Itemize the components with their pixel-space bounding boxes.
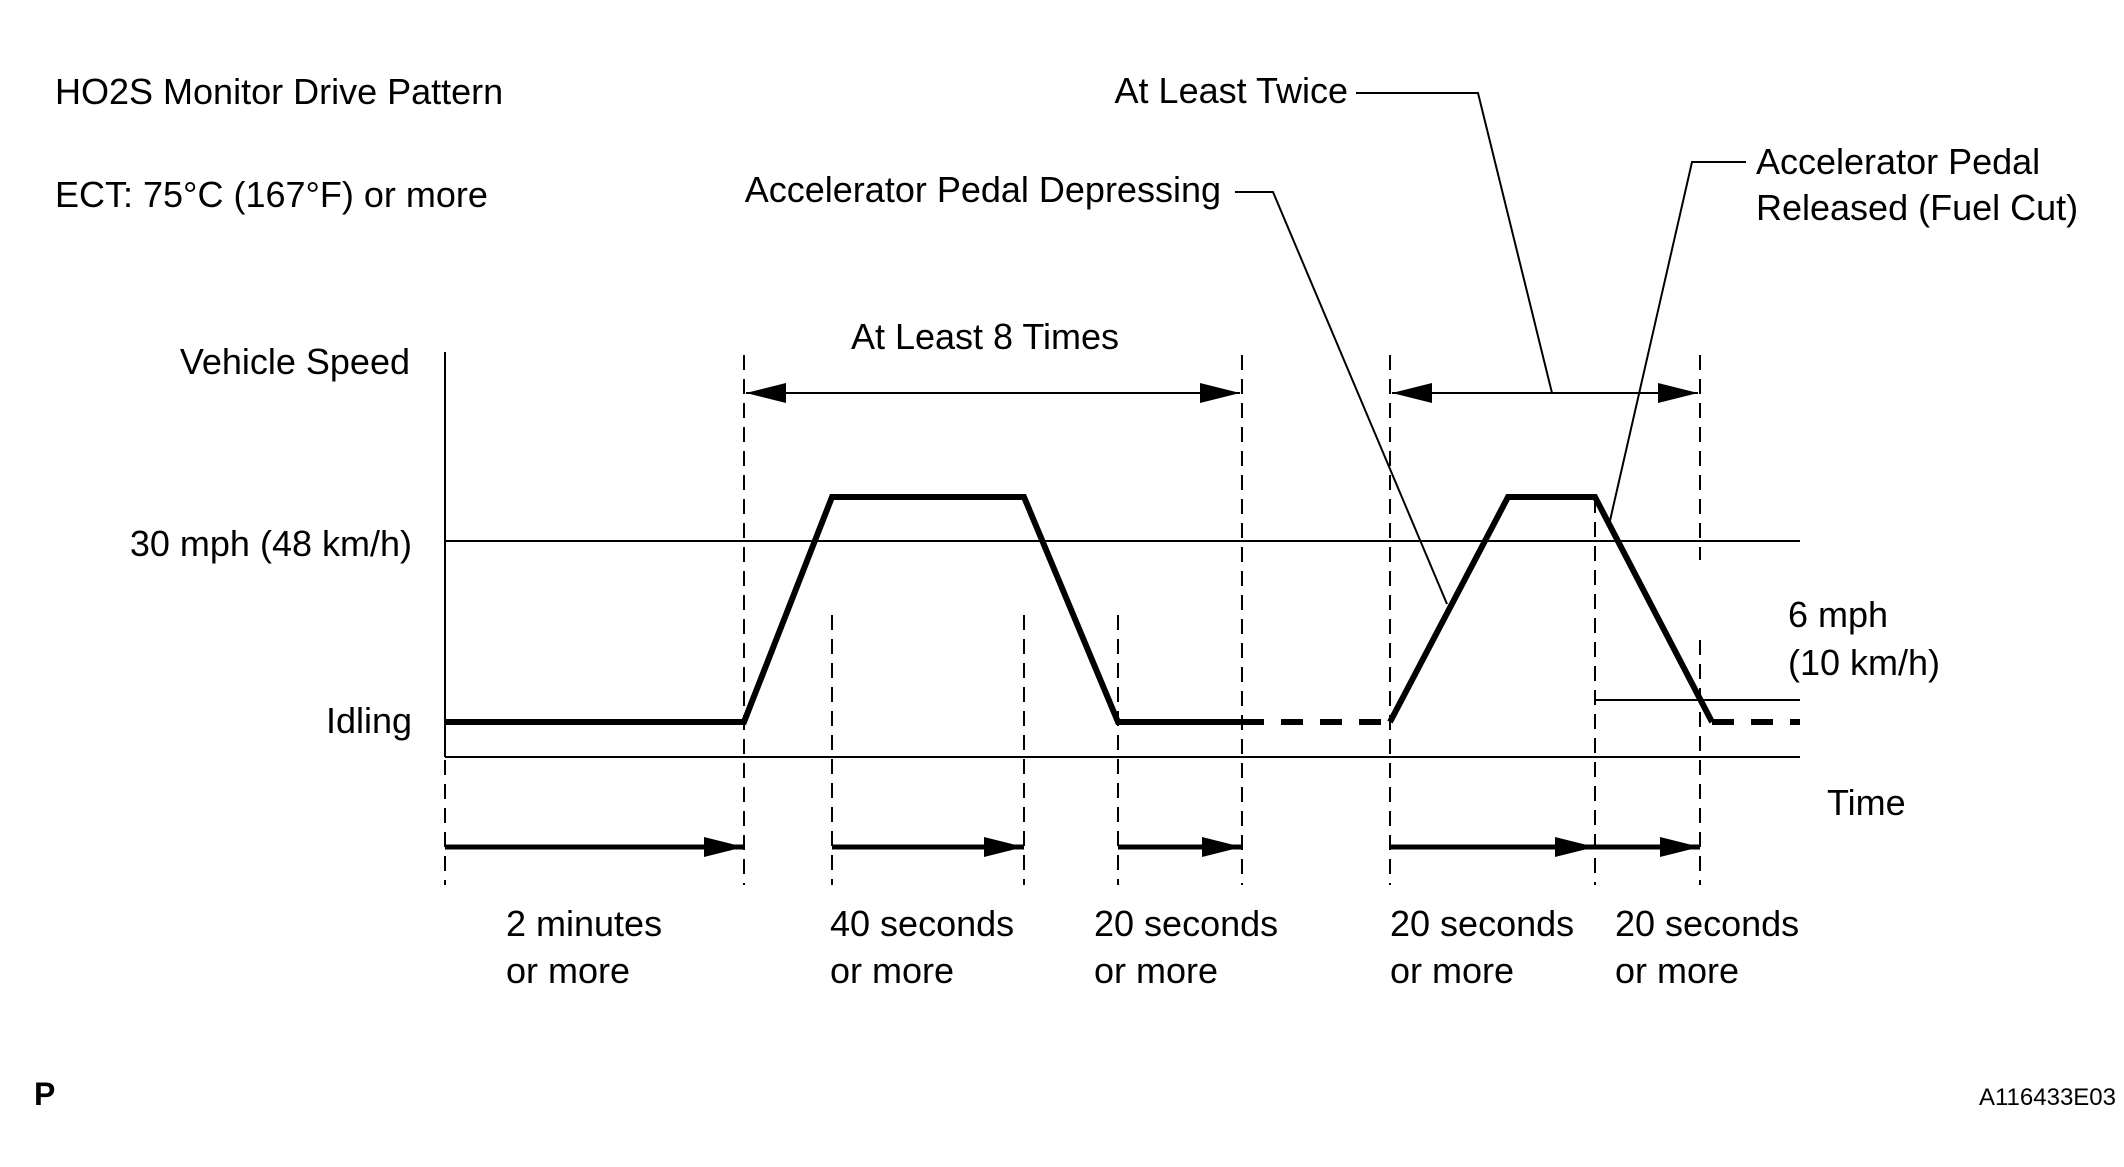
speed-profile-final-cycle: [1387, 494, 1715, 724]
pedal-released-label-line1: Accelerator Pedal: [1756, 141, 2040, 182]
duration-label-line1: 20 seconds: [1390, 903, 1574, 944]
duration-label-line2: or more: [1615, 950, 1739, 991]
page-mark-p: P: [34, 1076, 55, 1112]
duration-label-line2: or more: [1390, 950, 1514, 991]
diagram-title: HO2S Monitor Drive Pattern: [55, 71, 503, 112]
duration-label-line1: 40 seconds: [830, 903, 1014, 944]
at-least-twice-leader: [1356, 92, 1553, 394]
level-30mph-label: 30 mph (48 km/h): [130, 523, 412, 564]
duration-label-line1: 20 seconds: [1615, 903, 1799, 944]
repeat-8-times-label: At Least 8 Times: [851, 316, 1119, 357]
x-axis-label: Time: [1827, 782, 1906, 823]
y-axis-label: Vehicle Speed: [180, 341, 410, 382]
pedal-released-label-line2: Released (Fuel Cut): [1756, 187, 2078, 228]
figure-code: A116433E03: [1979, 1084, 2116, 1111]
at-least-twice-label: At Least Twice: [1115, 70, 1348, 111]
pedal-released-leader: [1608, 161, 1746, 526]
duration-label-line1: 20 seconds: [1094, 903, 1278, 944]
duration-label-line2: or more: [506, 950, 630, 991]
duration-label-line1: 2 minutes: [506, 903, 662, 944]
duration-label-line2: or more: [1094, 950, 1218, 991]
level-idling-label: Idling: [326, 700, 412, 741]
level-6mph-label: 6 mph: [1788, 594, 1888, 635]
duration-label-line2: or more: [830, 950, 954, 991]
pedal-depressing-leader: [1235, 191, 1448, 605]
ect-condition: ECT: 75°C (167°F) or more: [55, 174, 488, 215]
pedal-depressing-label: Accelerator Pedal Depressing: [745, 169, 1221, 210]
speed-profile-first-cycle: [445, 494, 1242, 725]
level-6mph-kmh-label: (10 km/h): [1788, 642, 1940, 683]
